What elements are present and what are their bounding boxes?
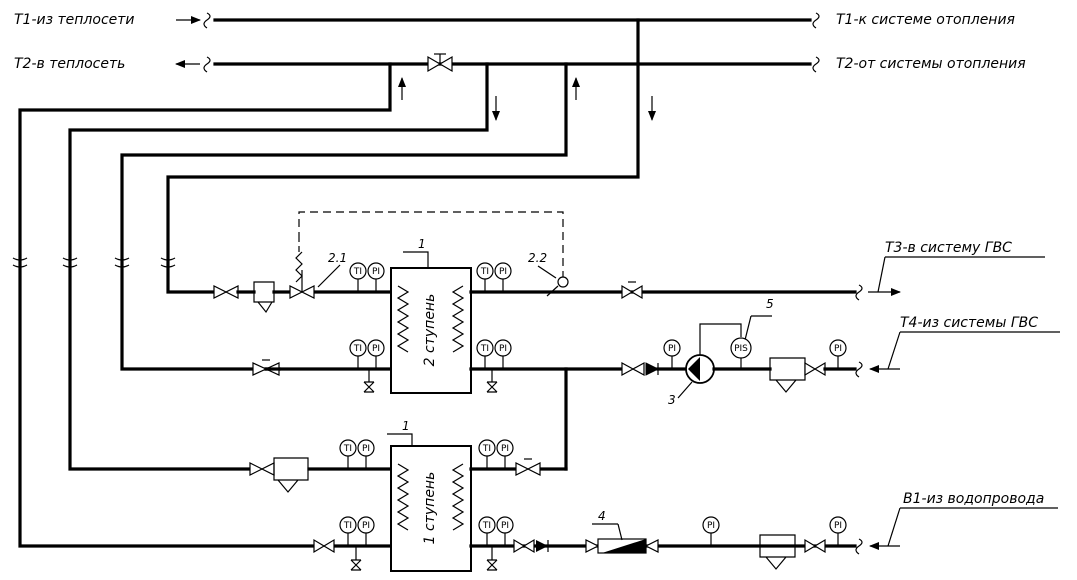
svg-text:PIS: PIS (734, 344, 748, 354)
gauge-pi-b1-inlet: PI (829, 516, 847, 534)
gauge-pi-upper-t4: PI (494, 339, 512, 357)
control-valve-2-1 (289, 240, 315, 299)
b1-valve-check (513, 538, 549, 554)
gauge-pi-lower-in: PI (357, 439, 375, 457)
valve-upper-return (252, 359, 281, 376)
svg-text:PI: PI (501, 521, 509, 531)
gauge-ti-upper-t4: TI (476, 339, 494, 357)
gauge-ti-lower-out: TI (339, 516, 357, 534)
gauge-pi-t4-inlet: PI (829, 339, 847, 357)
main-t2-line (175, 56, 820, 73)
gauge-pi-after-meter: PI (702, 516, 720, 534)
label-t1-from-network: Т1-из теплосети (14, 12, 135, 28)
svg-text:PI: PI (499, 344, 507, 354)
label-t2-to-network: Т2-в теплосеть (14, 56, 125, 72)
svg-text:TI: TI (353, 344, 362, 354)
svg-text:TI: TI (343, 444, 352, 454)
gauge-pi-pump-in: PI (663, 339, 681, 357)
svg-text:PI: PI (707, 521, 715, 531)
t2-balancing-valve (427, 53, 453, 73)
svg-text:TI: TI (343, 521, 352, 531)
strainer-lower (249, 457, 309, 493)
label-t3-to-dhw: Т3-в систему ГВС (885, 240, 1012, 256)
t3-valve (621, 281, 643, 300)
svg-text:TI: TI (480, 344, 489, 354)
temp-sensor-2-2 (546, 276, 569, 297)
t4-strainer (769, 357, 826, 393)
svg-text:PI: PI (834, 521, 842, 531)
callout-pump: 3 (668, 393, 676, 407)
svg-text:TI: TI (353, 267, 362, 277)
label-t2-from-heating: Т2-от системы отопления (836, 56, 1026, 72)
valve-stage1-outlet (515, 458, 541, 476)
svg-text:PI: PI (499, 267, 507, 277)
gauge-pi-lower-sec: PI (496, 439, 514, 457)
svg-text:PI: PI (372, 344, 380, 354)
svg-text:PI: PI (834, 344, 842, 354)
svg-text:TI: TI (482, 521, 491, 531)
strainer-upper (213, 281, 292, 314)
svg-text:TI: TI (482, 444, 491, 454)
hx-stage-2-label: 2 ступень (422, 294, 438, 367)
drain-valves (350, 369, 498, 571)
gauge-ti-upper-out: TI (349, 339, 367, 357)
label-t1-to-heating: Т1-к системе отопления (836, 12, 1015, 28)
callout-hx-upper: 1 (418, 237, 426, 251)
svg-text:PI: PI (668, 344, 676, 354)
t4-valve-check (621, 361, 660, 377)
control-impulse-line (298, 211, 564, 278)
primary-line-c (114, 62, 580, 371)
svg-text:PI: PI (372, 267, 380, 277)
heat-exchanger-stage-1: 1 ступень (390, 445, 472, 572)
gauge-ti-b1: TI (478, 516, 496, 534)
primary-line-b (62, 62, 500, 471)
callout-valve-2-1: 2.1 (328, 251, 347, 265)
svg-text:TI: TI (480, 267, 489, 277)
main-t1-line (176, 12, 820, 29)
callout-hx-lower: 1 (402, 419, 410, 433)
gauge-pi-b1: PI (496, 516, 514, 534)
b1-strainer (759, 534, 826, 570)
label-t4-from-dhw: Т4-из системы ГВС (900, 315, 1038, 331)
svg-text:PI: PI (362, 444, 370, 454)
dhw-pump (685, 354, 715, 384)
primary-line-a (12, 62, 406, 548)
hx-stage-1-label: 1 ступень (422, 472, 438, 545)
gauge-pis-pump: PIS (730, 337, 752, 359)
svg-text:PI: PI (362, 521, 370, 531)
callout-meter: 4 (598, 509, 606, 523)
heat-exchanger-stage-2: 2 ступень (390, 267, 472, 394)
gauge-ti-lower-in: TI (339, 439, 357, 457)
valve-lower-return (313, 538, 335, 554)
gauge-pi-upper-out: PI (367, 339, 385, 357)
gauge-ti-upper-in: TI (349, 262, 367, 280)
callout-valve-2-2: 2.2 (528, 251, 547, 265)
gauge-pi-upper-in: PI (367, 262, 385, 280)
gauge-pi-lower-out: PI (357, 516, 375, 534)
gauge-ti-lower-sec: TI (478, 439, 496, 457)
gauge-ti-upper-t3: TI (476, 262, 494, 280)
label-b1-from-water: В1-из водопровода (903, 491, 1044, 507)
water-meter (585, 538, 659, 554)
gauge-pi-upper-t3: PI (494, 262, 512, 280)
primary-line-d (160, 62, 656, 294)
callout-pis: 5 (766, 297, 774, 311)
svg-text:PI: PI (501, 444, 509, 454)
